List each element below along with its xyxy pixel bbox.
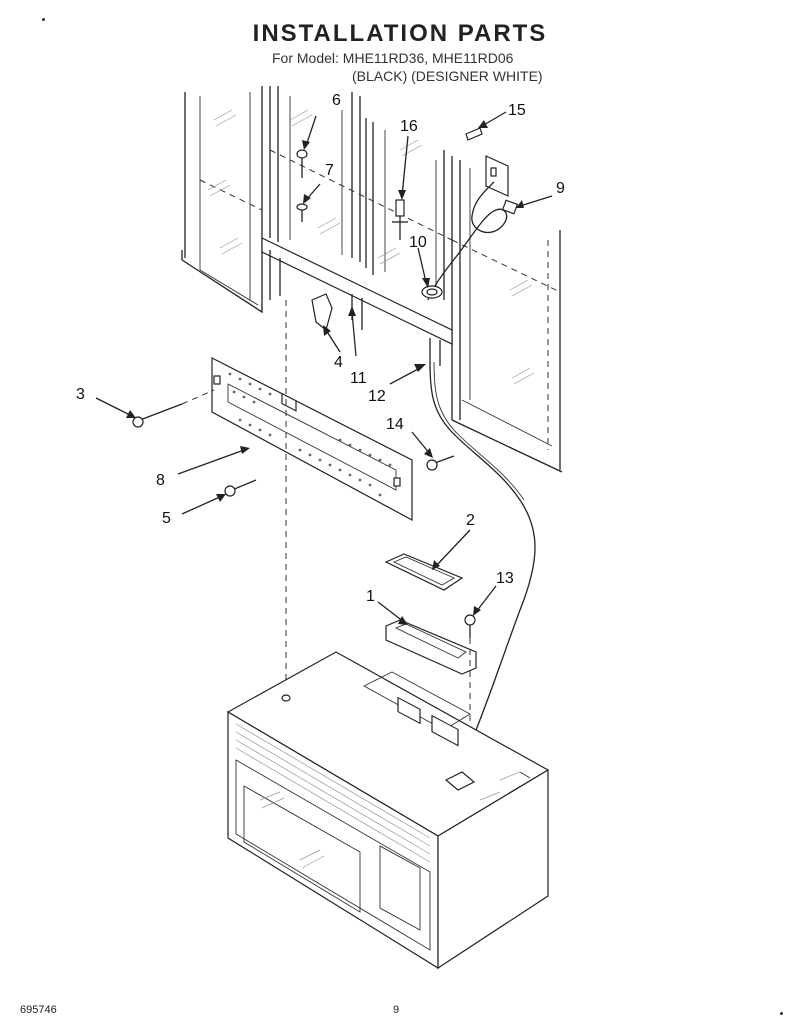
color-line: (BLACK) (DESIGNER WHITE) xyxy=(352,68,543,84)
callout-6: 6 xyxy=(332,92,341,109)
callout-7: 7 xyxy=(325,162,334,179)
callout-4: 4 xyxy=(334,354,343,371)
page-number: 9 xyxy=(393,1004,400,1016)
speck-mark xyxy=(780,1012,783,1015)
callout-8: 8 xyxy=(156,472,165,489)
document-number: 695746 xyxy=(20,1004,57,1016)
callout-2: 2 xyxy=(466,512,475,529)
leader-lines xyxy=(95,111,553,625)
callout-11: 11 xyxy=(350,370,367,387)
callout-9: 9 xyxy=(556,180,565,197)
callout-3: 3 xyxy=(76,386,85,403)
upper-fasteners xyxy=(296,127,483,332)
model-line: For Model: MHE11RD36, MHE11RD06 xyxy=(272,50,514,66)
callout-14: 14 xyxy=(386,416,404,433)
speck-mark xyxy=(42,18,45,21)
callout-5: 5 xyxy=(162,510,171,527)
callout-15: 15 xyxy=(508,102,526,119)
microwave-oven xyxy=(226,651,550,970)
callout-10: 10 xyxy=(409,234,427,251)
callout-13: 13 xyxy=(496,570,514,587)
callout-12: 12 xyxy=(368,388,386,405)
page-title: INSTALLATION PARTS xyxy=(252,20,548,47)
mounting-plate xyxy=(211,357,413,522)
callout-1: 1 xyxy=(366,588,375,605)
wall-cabinets xyxy=(181,86,563,473)
plate-fasteners xyxy=(132,389,455,497)
callout-16: 16 xyxy=(400,118,418,135)
